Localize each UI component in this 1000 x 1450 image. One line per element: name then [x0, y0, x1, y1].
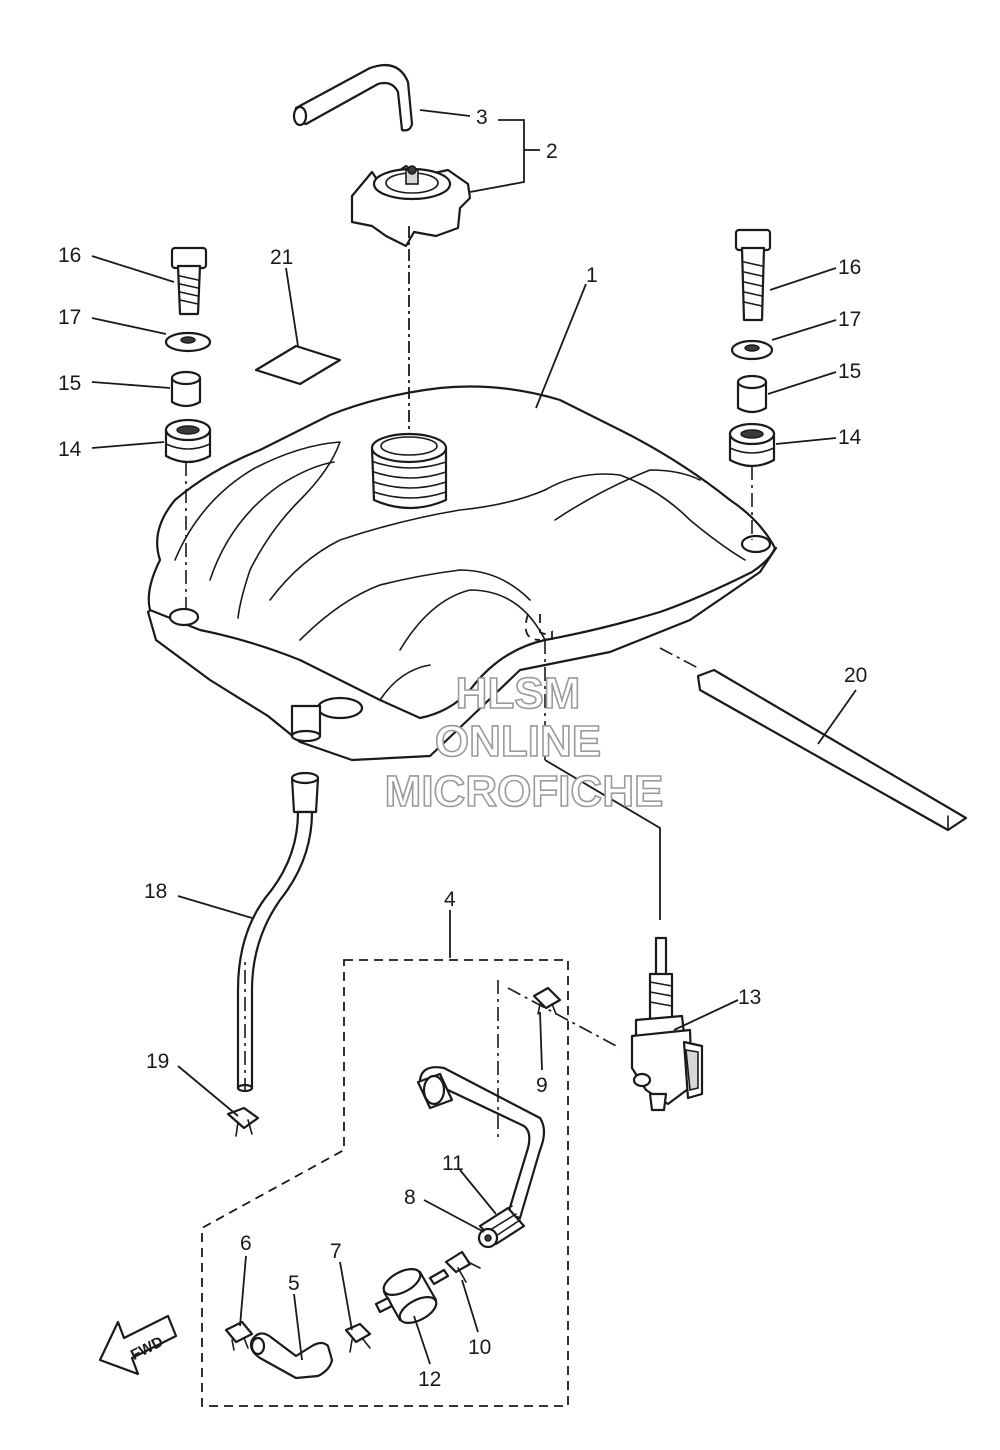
callout-20: 20 — [844, 664, 867, 687]
hose-end-part-8 — [477, 1205, 526, 1249]
washer-part-17-left — [164, 331, 212, 353]
fuel-hose-part-5 — [249, 1332, 334, 1380]
callout-14-left: 14 — [58, 438, 82, 461]
grommet-part-14-left — [164, 418, 212, 464]
callout-17-left: 17 — [58, 306, 81, 329]
callout-2: 2 — [546, 140, 558, 163]
breather-hose-part-3 — [292, 64, 414, 132]
callout-9: 9 — [536, 1074, 548, 1097]
fuel-filter-part-12 — [374, 1268, 450, 1324]
callout-19: 19 — [146, 1050, 169, 1073]
callout-16-left: 16 — [58, 244, 81, 267]
watermark-line-2: ONLINE — [435, 717, 601, 766]
hose-clip-part-9 — [532, 986, 562, 1015]
fuel-hose-part-18 — [236, 771, 320, 1093]
fuel-cock-part-13 — [630, 936, 704, 1112]
callout-4: 4 — [444, 888, 456, 911]
callout-14-right: 14 — [838, 426, 862, 449]
callout-17-right: 17 — [838, 308, 861, 331]
watermark-line-3: MICROFICHE — [385, 767, 664, 816]
callout-16-right: 16 — [838, 256, 861, 279]
callout-8: 8 — [404, 1186, 416, 1209]
hose-clip-part-7 — [344, 1322, 372, 1353]
hose-clip-part-10 — [444, 1250, 481, 1283]
watermark-line-1: HLSM — [456, 669, 581, 718]
hose-clip-part-6 — [224, 1320, 254, 1351]
fuel-hose-part-11 — [416, 1066, 546, 1220]
damper-part-20 — [696, 668, 968, 832]
fuel-cap-part-2 — [350, 164, 472, 248]
label-part-21 — [254, 344, 342, 386]
callout-15-left: 15 — [58, 372, 81, 395]
collar-part-15-right — [736, 374, 768, 414]
callout-13: 13 — [738, 986, 761, 1009]
fuel-tank-part-1 — [146, 385, 778, 762]
grommet-part-14-right — [728, 422, 776, 468]
callout-5: 5 — [288, 1272, 300, 1295]
assembly-lines — [185, 226, 753, 1407]
washer-part-17-right — [730, 339, 774, 361]
collar-part-15-left — [170, 370, 202, 408]
callout-12: 12 — [418, 1368, 441, 1391]
forward-direction-arrow: FWD — [98, 1314, 178, 1376]
bolt-part-16-right — [734, 228, 772, 322]
callout-10: 10 — [468, 1336, 491, 1359]
leader-lines — [91, 109, 857, 1365]
callout-15-right: 15 — [838, 360, 861, 383]
bolt-part-16-left — [170, 246, 208, 316]
callout-11: 11 — [442, 1152, 464, 1175]
callout-1: 1 — [586, 264, 598, 287]
callout-18: 18 — [144, 880, 167, 903]
callout-numbers: 1 2 3 4 5 6 7 8 9 10 11 12 13 14 14 15 1… — [58, 106, 867, 1391]
callout-6: 6 — [240, 1232, 252, 1255]
callout-7: 7 — [330, 1240, 342, 1263]
callout-3: 3 — [476, 106, 488, 129]
watermark: HLSM ONLINE MICROFICHE — [384, 668, 664, 817]
callout-21: 21 — [270, 246, 293, 269]
